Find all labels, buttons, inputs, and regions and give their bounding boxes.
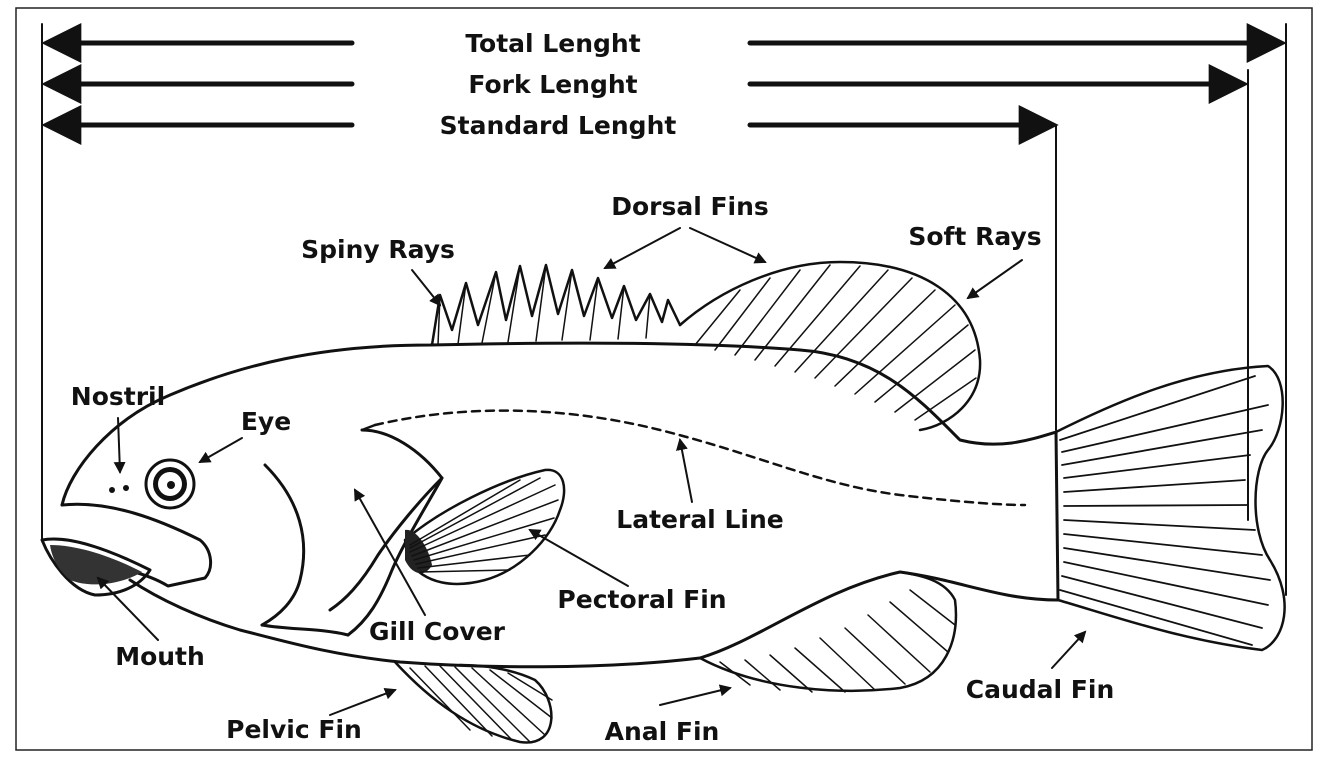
nostril-label: Nostril	[71, 382, 165, 411]
nostril-drawing	[109, 485, 129, 493]
caudal-fin-label: Caudal Fin	[966, 675, 1115, 704]
caudal-fin-drawing	[1056, 366, 1285, 650]
soft-rays-label: Soft Rays	[908, 222, 1041, 251]
total-length-label: Total Lenght	[465, 29, 640, 58]
lateral-line-drawing	[375, 411, 1025, 505]
fish-illustration	[42, 262, 1285, 743]
anal-fin-drawing	[700, 572, 956, 692]
mouth-label: Mouth	[115, 642, 205, 671]
eye-drawing	[146, 460, 194, 508]
dorsal-fins-label: Dorsal Fins	[611, 192, 769, 221]
mouth-drawing	[42, 504, 211, 595]
fork-length-label: Fork Lenght	[468, 70, 637, 99]
pelvic-fin-drawing	[395, 662, 552, 743]
spiny-rays-label: Spiny Rays	[301, 235, 455, 264]
pectoral-fin-drawing	[405, 470, 564, 584]
gill-cover-label: Gill Cover	[369, 617, 506, 646]
spiny-dorsal-fin	[432, 265, 680, 345]
pelvic-fin-label: Pelvic Fin	[226, 715, 362, 744]
pectoral-fin-label: Pectoral Fin	[557, 585, 726, 614]
eye-label: Eye	[241, 407, 291, 436]
gill-cover-drawing	[262, 425, 442, 635]
standard-length-label: Standard Lenght	[440, 111, 677, 140]
anal-fin-label: Anal Fin	[605, 717, 720, 746]
lateral-line-label: Lateral Line	[616, 505, 783, 534]
